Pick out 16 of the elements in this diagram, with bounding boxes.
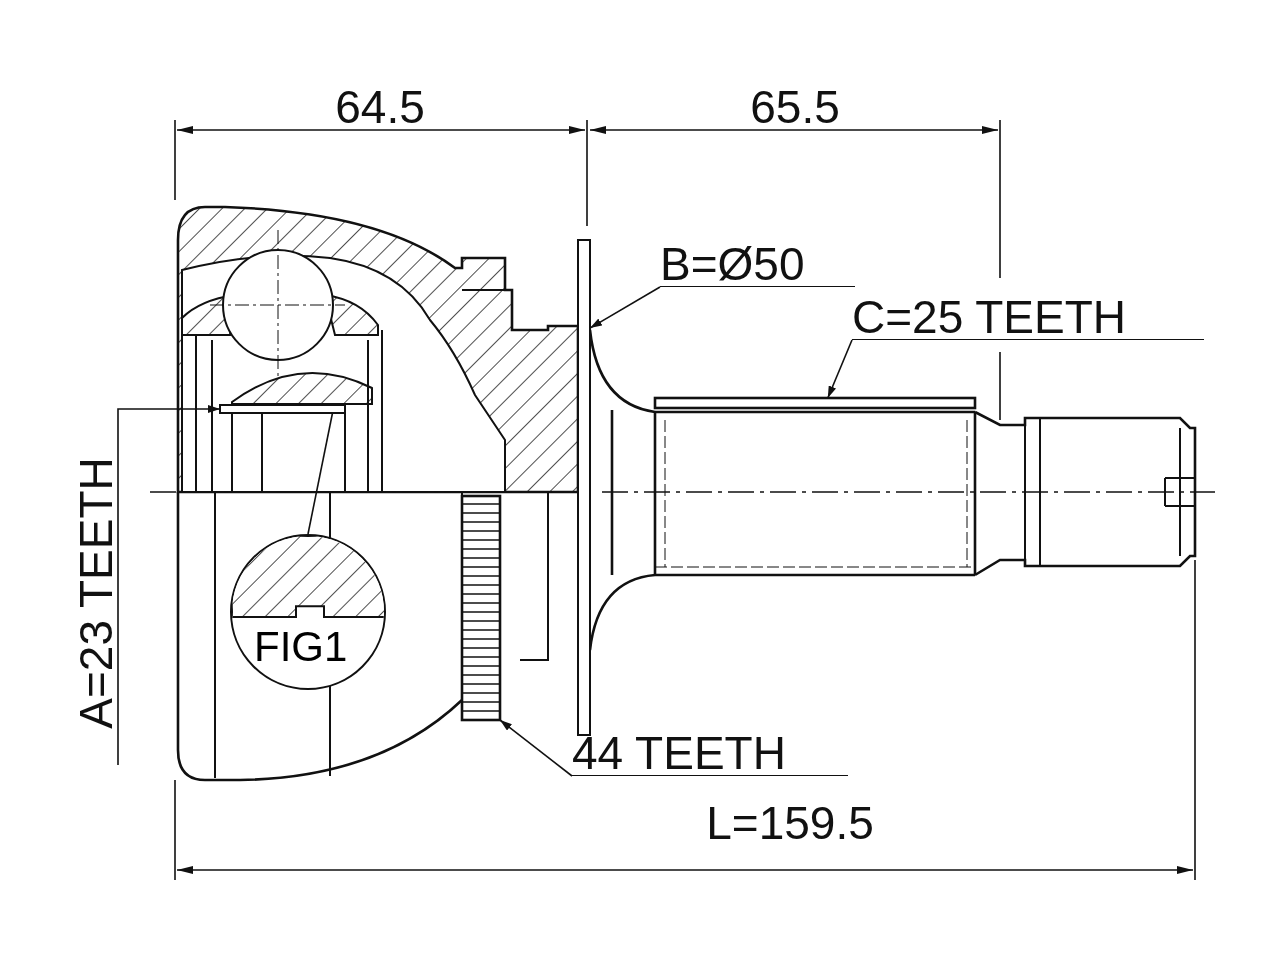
dimension-value: L=159.5 xyxy=(705,800,875,846)
leader-line xyxy=(827,339,853,399)
leader-line xyxy=(499,719,573,777)
dimension-label: C=25 TEETH xyxy=(852,294,1204,340)
inner-spline xyxy=(219,404,346,414)
dimension-value: 64.5 xyxy=(334,84,426,130)
dimension-value: 65.5 xyxy=(749,84,841,130)
leader-line xyxy=(117,405,221,766)
spline-teeth xyxy=(653,396,977,410)
dimension-label: A=23 TEETH xyxy=(72,420,118,765)
leader-line xyxy=(307,412,334,535)
leader-line xyxy=(589,286,661,329)
dimension-label: B=Ø50 xyxy=(660,241,855,287)
tone-ring xyxy=(460,494,502,722)
dimension-label: 44 TEETH xyxy=(572,730,848,776)
figure-label: FIG1 xyxy=(254,626,348,669)
